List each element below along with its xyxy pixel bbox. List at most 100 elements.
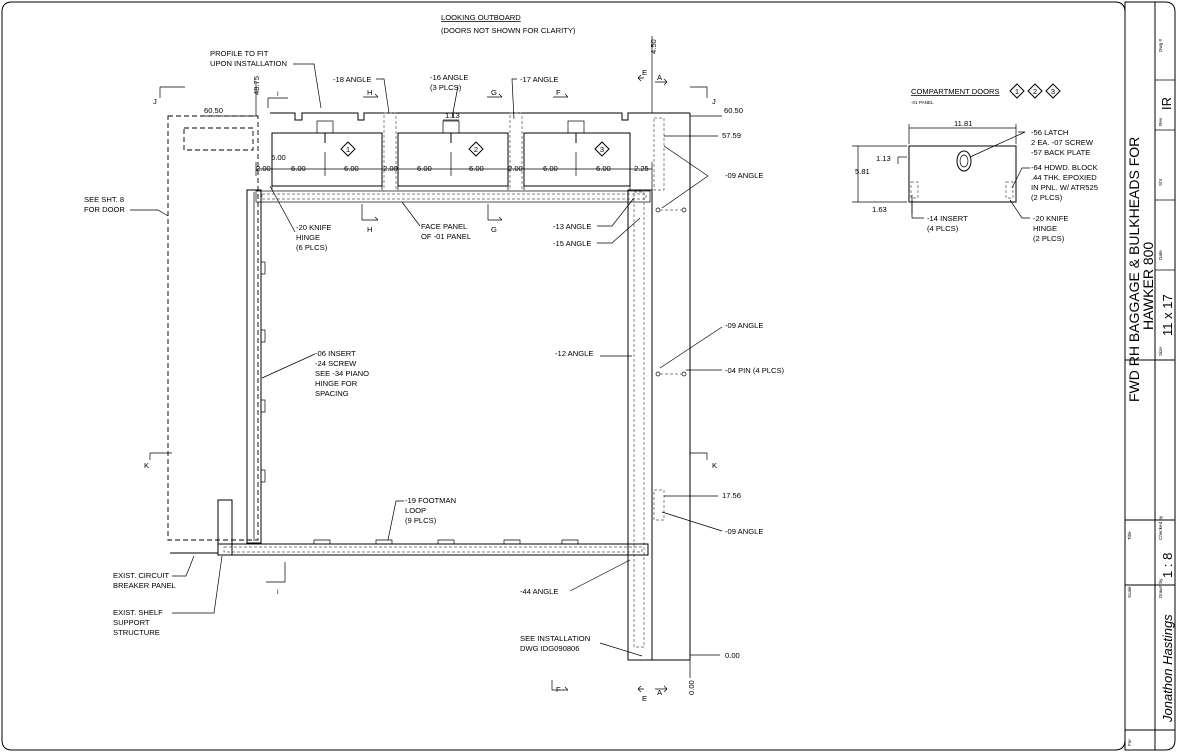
section-marker-h-bottom: H — [361, 204, 379, 234]
title-block-label-date: Date — [1158, 250, 1163, 260]
svg-text:2: 2 — [474, 145, 478, 154]
svg-text:1: 1 — [346, 145, 350, 154]
callout-angle-16-2: (3 PLCS) — [430, 83, 462, 92]
door-marker-3: 3 — [594, 141, 610, 157]
dim-48-75: 48.75 — [252, 76, 261, 95]
section-marker-j-right: J — [690, 86, 716, 106]
drawing-title-line2: HAWKER 800 — [1140, 242, 1156, 330]
dim-6-00-d: 6.00 — [469, 164, 484, 173]
callout-angle-17: -17 ANGLE — [520, 75, 558, 84]
section-marker-k-left: K — [144, 452, 172, 470]
dim-0-00-vertical: 0.00 — [687, 680, 696, 695]
compartment-door-marker-2: 2 — [1027, 83, 1043, 99]
svg-text:I: I — [277, 92, 279, 98]
callout-pin-04: -04 PIN (4 PLCS) — [725, 366, 785, 375]
callout-insert-5: SPACING — [315, 389, 349, 398]
callout-angle-13: -13 ANGLE — [553, 222, 591, 231]
callout-breaker-2: BREAKER PANEL — [113, 581, 176, 590]
callout-block-3: IN PNL. W/ ATR525 — [1031, 183, 1098, 192]
callout-angle-18: -18 ANGLE — [333, 75, 371, 84]
dim-6-00-f: 6.00 — [596, 164, 611, 173]
section-marker-i-bottom: I — [266, 562, 286, 596]
svg-text:K: K — [144, 461, 149, 470]
dim-2-00-a: 2.00 — [256, 164, 271, 173]
callout-install-1: SEE INSTALLATION — [520, 634, 590, 643]
title-block-label-rev: Rev — [1158, 117, 1163, 126]
section-marker-e-top: E — [637, 68, 647, 82]
callout-shelf-3: STRUCTURE — [113, 628, 160, 637]
callout-see-sht-1: SEE SHT. 8 — [84, 195, 124, 204]
svg-text:G: G — [491, 225, 497, 234]
dim-0-00-horizontal: 0.00 — [725, 651, 740, 660]
callout-latch-2: 2 EA. -07 SCREW — [1031, 138, 1094, 147]
callout-block-2: .44 THK. EPOXIED — [1031, 173, 1097, 182]
title-block-label-sht: Sht — [1158, 178, 1163, 186]
section-marker-a-top: A — [655, 73, 668, 86]
section-marker-k-right: K — [690, 452, 717, 470]
callout-knife-detail-3: (2 PLCS) — [1033, 234, 1065, 243]
drawing-border — [1, 1, 1126, 751]
dim-2-25: 2.25 — [634, 164, 649, 173]
svg-text:G: G — [491, 88, 497, 97]
section-marker-e-bottom: E — [637, 685, 647, 703]
callout-insert-14-1: -14 INSERT — [927, 214, 968, 223]
svg-text:E: E — [642, 694, 647, 703]
callout-latch-3: -57 BACK PLATE — [1031, 148, 1090, 157]
svg-text:H: H — [367, 225, 372, 234]
callout-angle-44: -44 ANGLE — [520, 587, 558, 596]
svg-text:1: 1 — [1015, 87, 1019, 96]
svg-text:J: J — [712, 97, 716, 106]
svg-text:F: F — [556, 88, 561, 97]
callout-angle-16-1: -16 ANGLE — [430, 73, 468, 82]
title-block-label-dwg: Dwg # — [1158, 39, 1163, 52]
callout-angle-09-a: -09 ANGLE — [725, 171, 763, 180]
svg-text:2: 2 — [1033, 87, 1037, 96]
callout-angle-09-c: -09 ANGLE — [725, 527, 763, 536]
dim-1-63: 1.63 — [872, 205, 887, 214]
callout-angle-09-b: -09 ANGLE — [725, 321, 763, 330]
title-block-checked-value: IR — [1159, 97, 1174, 110]
callout-insert-1: -06 INSERT — [315, 349, 356, 358]
compartment-door-marker-3: 3 — [1045, 83, 1061, 99]
view-subtitle: (DOORS NOT SHOWN FOR CLARITY) — [441, 26, 576, 35]
title-block-label-title: Title — [1127, 531, 1132, 540]
callout-footman-1: -19 FOOTMAN — [405, 496, 456, 505]
section-marker-i-top: I — [267, 92, 288, 108]
compartment-door-marker-1: 1 — [1009, 83, 1025, 99]
callout-install-2: DWG IDG090806 — [520, 644, 580, 653]
callout-face-2: OF -01 PANEL — [421, 232, 471, 241]
callout-footman-3: (9 PLCS) — [405, 516, 437, 525]
compartment-doors-title: COMPARTMENT DOORS — [911, 87, 1000, 96]
door-marker-1: 1 — [340, 141, 356, 157]
section-marker-f-bottom: F — [551, 680, 569, 694]
svg-text:J: J — [153, 97, 157, 106]
dim-57-59: 57.59 — [722, 131, 741, 140]
dim-6-00-c: 6.00 — [417, 164, 432, 173]
svg-text:3: 3 — [1051, 87, 1055, 96]
section-marker-a-bottom: A — [655, 685, 668, 697]
callout-insert-4: HINGE FOR — [315, 379, 358, 388]
view-title: LOOKING OUTBOARD — [441, 13, 521, 22]
callout-breaker-1: EXIST. CIRCUIT — [113, 571, 169, 580]
title-block-label-scale: Scale — [1127, 586, 1132, 598]
callout-insert-2: -24 SCREW — [315, 359, 357, 368]
dim-60-50-left: 60.50 — [204, 106, 223, 115]
svg-text:A: A — [657, 73, 663, 82]
svg-text:H: H — [367, 88, 372, 97]
callout-shelf-1: EXIST. SHELF — [113, 608, 163, 617]
title-block-scale-value: 1 : 8 — [1160, 553, 1175, 578]
dim-6-00-e: 6.00 — [543, 164, 558, 173]
section-marker-g-bottom: G — [487, 204, 503, 234]
dim-6-00-vertical: 6.00 — [271, 153, 286, 162]
callout-knife-detail-1: -20 KNIFE — [1033, 214, 1068, 223]
callout-block-1: -64 HDWD. BLOCK — [1031, 163, 1098, 172]
door-marker-2: 2 — [468, 141, 484, 157]
dimension-chain — [255, 152, 653, 190]
callout-face-1: FACE PANEL — [421, 222, 467, 231]
main-assembly — [167, 112, 691, 661]
callout-insert-14-2: (4 PLCS) — [927, 224, 959, 233]
callout-insert-3: SEE -34 PIANO — [315, 369, 369, 378]
title-block-label-for: For — [1127, 739, 1132, 746]
section-marker-g-top: G — [487, 88, 503, 98]
